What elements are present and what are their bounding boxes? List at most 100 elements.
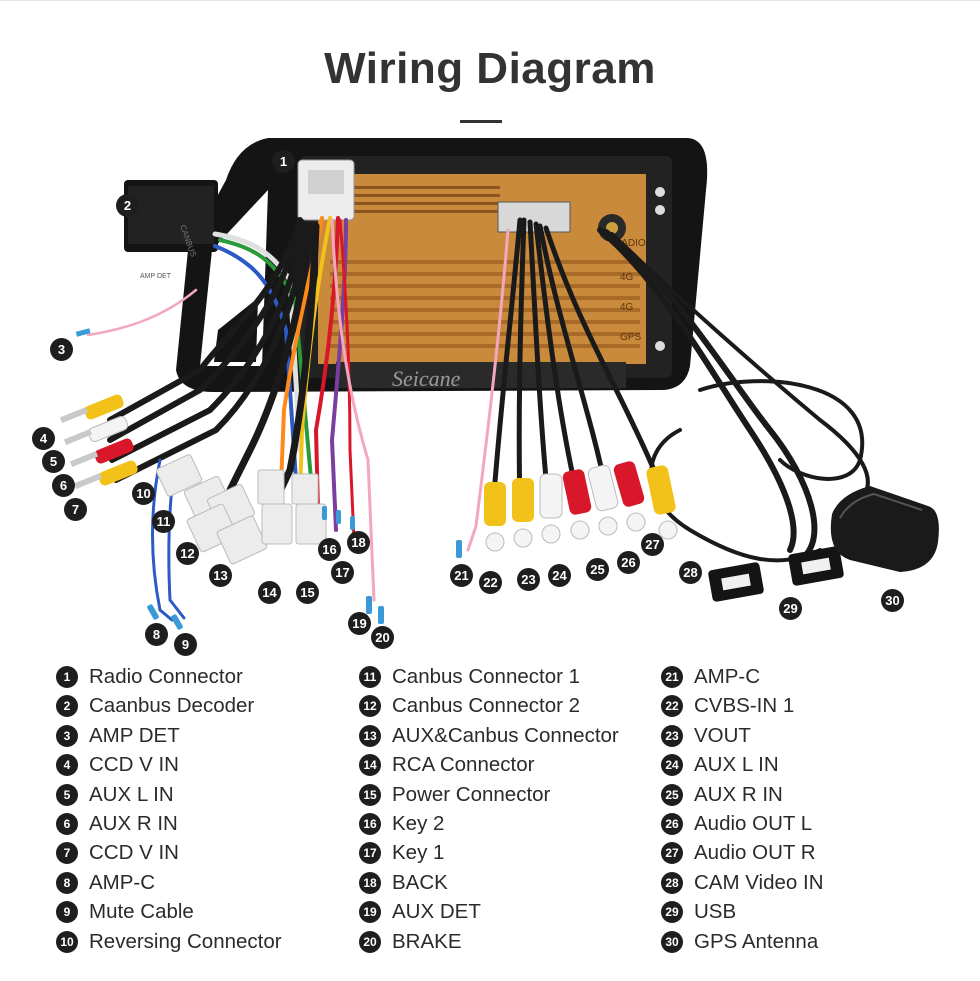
legend-number-badge: 7	[56, 842, 78, 865]
legend-label: BACK	[392, 870, 448, 894]
legend-label: AUX R IN	[694, 782, 783, 806]
legend-item: 15 Power Connector	[359, 782, 550, 808]
badge-23: 23	[517, 568, 540, 591]
legend-label: Audio OUT L	[694, 812, 813, 835]
legend-number-badge: 20	[359, 930, 381, 953]
legend-label: GPS Antenna	[694, 929, 819, 953]
badge-30: 30	[881, 589, 904, 612]
badge-6: 6	[52, 474, 75, 497]
legend-number-badge: 22	[661, 695, 683, 718]
diagram-illustration: RADIO 4G 4G GPS Seicane CANBUS	[59, 138, 939, 630]
legend-item: 1 Radio Connector	[56, 664, 243, 690]
legend-number-badge: 11	[359, 666, 381, 688]
legend-number-badge: 2	[56, 695, 78, 718]
legend-label: RCA Connector	[392, 753, 535, 777]
legend-number-badge: 28	[661, 871, 683, 894]
legend-number-badge: 24	[661, 754, 683, 777]
legend-item: 25 AUX R IN	[661, 782, 783, 808]
legend-number-badge: 10	[56, 930, 78, 953]
legend-item: 14 RCA Connector	[359, 752, 534, 778]
top-rule	[0, 0, 980, 1]
badge-1: 1	[272, 150, 295, 173]
legend-item: 13 AUX&Canbus Connector	[359, 723, 619, 749]
badge-14: 14	[258, 581, 281, 604]
badge-24: 24	[548, 564, 571, 587]
legend-number-badge: 19	[359, 901, 381, 924]
legend-item: 8 AMP-C	[56, 870, 155, 896]
badge-8: 8	[145, 623, 168, 646]
legend-label: USB	[694, 900, 737, 924]
badge-22: 22	[479, 571, 502, 594]
legend-item: 17 Key 1	[359, 840, 444, 866]
legend-number-badge: 6	[56, 813, 78, 835]
legend-number-badge: 26	[661, 813, 683, 835]
badge-3: 3	[50, 338, 73, 361]
legend-number-badge: 14	[359, 754, 381, 777]
white-connector-group	[156, 454, 327, 565]
badge-4: 4	[32, 427, 55, 450]
legend-label: Reversing Connector	[89, 929, 282, 953]
legend-label: Canbus Connector 2	[392, 694, 581, 718]
legend-number-badge: 25	[661, 783, 683, 806]
gps-antenna	[830, 486, 939, 572]
badge-16: 16	[318, 538, 341, 561]
panel-label-radio: RADIO	[614, 238, 646, 249]
title-underline	[460, 120, 502, 123]
legend-label: Radio Connector	[89, 665, 243, 688]
legend-number-badge: 4	[56, 754, 78, 777]
legend-label: Key 1	[392, 841, 445, 865]
badge-20: 20	[371, 626, 394, 649]
legend-item: 26 Audio OUT L	[661, 811, 812, 837]
legend-label: Power Connector	[392, 782, 551, 806]
badge-25: 25	[586, 558, 609, 581]
panel-vents	[330, 260, 640, 348]
legend-number-badge: 16	[359, 813, 381, 835]
legend-item: 10 Reversing Connector	[56, 929, 282, 955]
legend-label: AMP-C	[694, 665, 761, 688]
legend-label: AMP DET	[89, 723, 180, 747]
legend-number-badge: 8	[56, 871, 78, 894]
legend-item: 11 Canbus Connector 1	[359, 664, 580, 690]
legend-label: Caanbus Decoder	[89, 694, 255, 718]
usb-plugs	[708, 546, 844, 602]
legend-item: 24 AUX L IN	[661, 752, 779, 778]
legend-label: AUX L IN	[694, 753, 779, 777]
badge-21: 21	[450, 564, 473, 587]
badge-18: 18	[347, 531, 370, 554]
legend-item: 16 Key 2	[359, 811, 444, 837]
legend-number-badge: 1	[56, 666, 78, 688]
legend-label: AUX&Canbus Connector	[392, 723, 619, 747]
legend-label: AUX DET	[392, 900, 481, 924]
legend-number-badge: 15	[359, 783, 381, 806]
legend-item: 28 CAM Video IN	[661, 870, 824, 896]
badge-9: 9	[174, 633, 197, 656]
legend-item: 3 AMP DET	[56, 723, 180, 749]
legend-label: CAM Video IN	[694, 870, 824, 894]
legend-number-badge: 13	[359, 724, 381, 747]
wiring-diagram: RADIO 4G 4G GPS Seicane CANBUS	[0, 130, 980, 660]
badge-26: 26	[617, 551, 640, 574]
legend-label: AUX L IN	[89, 782, 174, 806]
panel-label-gps: GPS	[620, 332, 641, 343]
legend-number-badge: 9	[56, 901, 78, 924]
badge-12: 12	[176, 542, 199, 565]
legend-item: 6 AUX R IN	[56, 811, 178, 837]
legend-label: Key 2	[392, 812, 445, 835]
badge-27: 27	[641, 533, 664, 556]
legend-number-badge: 18	[359, 871, 381, 894]
legend-number-badge: 3	[56, 724, 78, 747]
legend-number-badge: 17	[359, 842, 381, 865]
legend-label: AMP-C	[89, 870, 156, 894]
legend: 1 Radio Connector 2 Caanbus Decoder 3 AMP DET…	[56, 660, 936, 960]
badge-13: 13	[209, 564, 232, 587]
legend-label: AUX R IN	[89, 812, 178, 835]
brand-watermark: Seicane	[392, 366, 461, 391]
legend-label: Canbus Connector 1	[392, 665, 581, 688]
